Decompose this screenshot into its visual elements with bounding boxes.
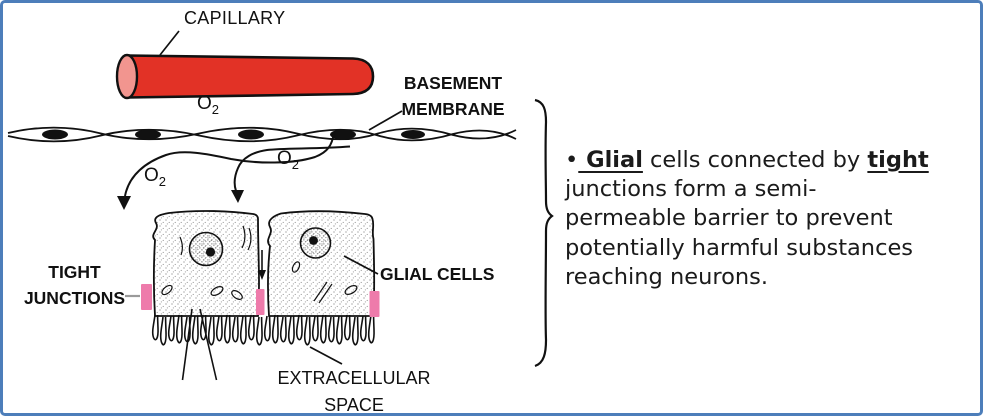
note-segment: potentially harmful substances — [565, 234, 914, 261]
tight-junctions-label-line1: TIGHT — [48, 262, 101, 282]
microvillus-loop — [231, 316, 239, 343]
microvillus-loop — [287, 315, 295, 345]
glial-cells-label: GLIAL CELLS — [380, 264, 495, 284]
microvillus-loop — [335, 315, 343, 345]
arrowhead-icon — [258, 270, 266, 280]
basement-membrane-label-line1: BASEMENT — [403, 73, 503, 93]
tight-junction-right — [369, 291, 380, 317]
microvillus-loop — [223, 314, 231, 344]
capillary-illustration — [115, 53, 375, 100]
extracellular-pointer-line — [309, 346, 343, 365]
nucleolus-right — [309, 236, 318, 245]
note-segment: tight — [867, 147, 929, 173]
glial-cells-illustration — [141, 210, 380, 381]
microvillus-loop — [303, 316, 311, 346]
glial-cells-pointer-line — [343, 255, 379, 275]
microvilli-loops — [151, 314, 375, 346]
microvillus-loop — [191, 315, 199, 345]
basement-membrane-illustration — [7, 126, 517, 143]
microvillus-loop — [159, 316, 167, 346]
microvillus-loop — [215, 315, 223, 342]
note-segment: cells connected by — [642, 147, 868, 173]
nucleolus-left — [205, 247, 216, 257]
microvillus-loop — [279, 316, 287, 343]
note-segment: • — [565, 147, 579, 173]
microvillus-loop — [255, 316, 263, 346]
microvillus-loop — [167, 315, 175, 342]
note-segment: permeable barrier to prevent — [565, 205, 893, 232]
arrowhead-icon — [231, 190, 244, 203]
extracellular-space-label: EXTRACELLULAR SPACE — [265, 365, 443, 415]
basement-membrane-label-line2: MEMBRANE — [401, 99, 505, 119]
microvillus-loop — [367, 314, 375, 344]
capillary-body — [125, 54, 375, 99]
capillary-label: CAPILLARY — [184, 8, 286, 28]
microvillus-loop — [271, 314, 279, 344]
intercellular-gap-arrow — [258, 250, 266, 280]
oxygen-arrow-right — [231, 145, 351, 203]
note-segment: junctions form a semi- — [565, 176, 817, 203]
microvillus-loop — [311, 315, 319, 342]
basement-membrane-label: BASEMENT MEMBRANE — [389, 70, 517, 122]
note-line: junctions form a semi- — [565, 175, 980, 204]
extracellular-space-label-line2: SPACE — [324, 395, 384, 415]
tight-junction-middle — [256, 289, 265, 315]
nucleus-left — [188, 231, 224, 267]
microvillus-loop — [151, 314, 159, 341]
oxygen-arrow-left — [117, 132, 335, 210]
tight-junctions-label: TIGHT JUNCTIONS — [8, 259, 141, 311]
microvillus-loop — [359, 315, 367, 342]
note-line: • Glial cells connected by tight — [565, 146, 980, 175]
curly-brace-icon — [534, 98, 554, 368]
note-line: potentially harmful substances — [565, 234, 980, 263]
microvillus-loop — [175, 314, 183, 344]
microvillus-loop — [263, 315, 271, 342]
oxygen-label-capillary: O2 — [197, 93, 220, 117]
arrowhead-icon — [117, 196, 131, 210]
capillary-pointer-line — [159, 30, 180, 56]
microvillus-loop — [239, 315, 247, 345]
organelles — [161, 225, 358, 304]
extracellular-space-label-line1: EXTRACELLULAR — [277, 368, 431, 388]
tight-junction-left — [141, 284, 152, 310]
oxygen-label-left-arrow: O2 — [144, 165, 167, 189]
microvillus-loop — [247, 314, 255, 341]
oxygen-label-right-arrow: O2 — [277, 148, 300, 172]
membrane-cell-nuclei — [42, 129, 425, 140]
note-line: permeable barrier to prevent — [565, 204, 980, 233]
note-segment: Glial — [578, 147, 643, 173]
note-segment: reaching neurons. — [565, 263, 768, 290]
tight-junctions-label-line2: JUNCTIONS — [23, 288, 126, 308]
label-pointer-lines — [159, 30, 403, 365]
microvillus-loop — [295, 314, 303, 341]
microvillus-loop — [207, 316, 215, 346]
microvillus-loop — [319, 314, 327, 344]
microvillus-loop — [351, 316, 359, 346]
microvillus-loop — [327, 316, 335, 343]
note-line: reaching neurons. — [565, 263, 980, 292]
diagram-artwork — [7, 30, 554, 381]
capillary-end-cap — [115, 53, 139, 100]
microvillus-loop — [343, 314, 351, 341]
cell-process-lines — [181, 308, 218, 381]
basement-membrane-pointer-line — [368, 110, 403, 131]
